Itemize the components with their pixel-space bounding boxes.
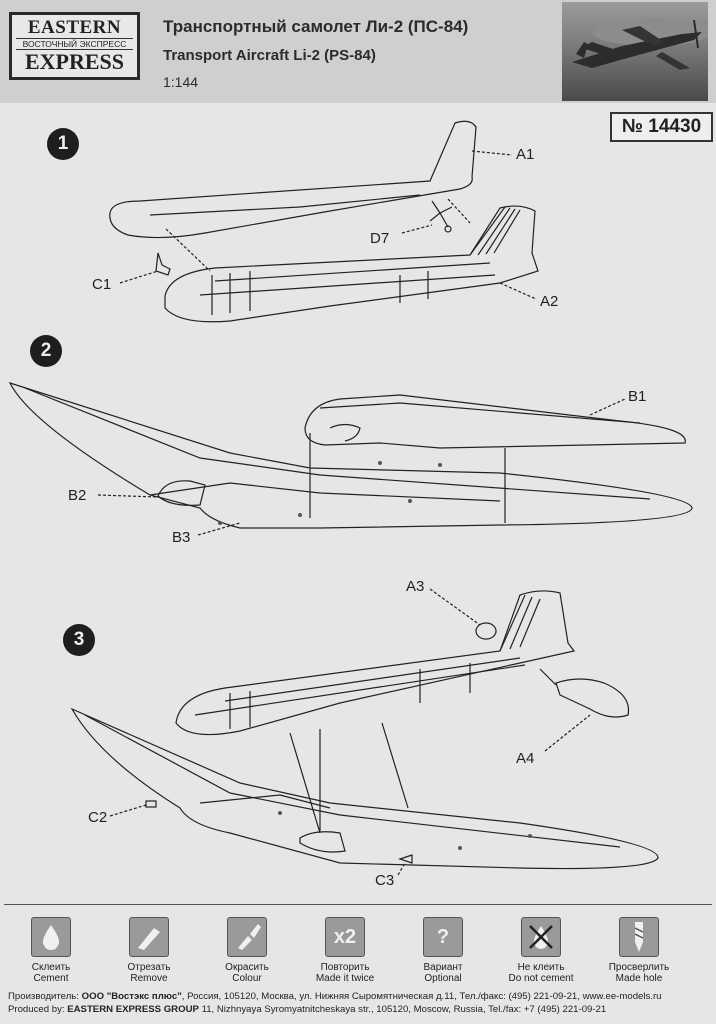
footer-ru-address: , Россия, 105120, Москва, ул. Нижняя Сыр… xyxy=(181,991,662,1002)
legend-item-colour: Окрасить Colour xyxy=(202,917,292,984)
assembly-drawing xyxy=(8,120,693,876)
part-label-c3: C3 xyxy=(375,872,395,889)
drop-icon xyxy=(31,917,71,957)
legend-item-remove: Отрезать Remove xyxy=(104,917,194,984)
part-label-c1: C1 xyxy=(92,276,112,293)
question-icon: ? xyxy=(423,917,463,957)
step-number-2: 2 xyxy=(30,335,62,367)
legend-item-cement: Склеить Cement xyxy=(6,917,96,984)
x2-icon: x2 xyxy=(325,917,365,957)
legend-label-en: Remove xyxy=(130,973,168,984)
part-c1 xyxy=(155,252,171,276)
part-label-b1: B1 xyxy=(628,388,647,405)
legend-item-optional: ? Вариант Optional xyxy=(398,917,488,984)
legend-item-no-cement: Не клеить Do not cement xyxy=(496,917,586,984)
footer-ru-company: ООО "Востэкс плюс" xyxy=(81,991,182,1002)
scale-label: 1:144 xyxy=(163,74,199,90)
part-c2 xyxy=(145,800,157,808)
legend-item-hole: Просверлить Made hole xyxy=(594,917,684,984)
kit-number: № 14430 xyxy=(610,112,713,142)
part-label-b3: B3 xyxy=(172,529,191,546)
fuselage-half-a1 xyxy=(109,120,477,239)
footer-ru-label: Производитель: xyxy=(8,991,79,1002)
part-label-c2: C2 xyxy=(88,809,108,826)
part-label-a4: A4 xyxy=(516,750,535,767)
legend-label-ru: Окрасить xyxy=(225,962,269,973)
aircraft-photo xyxy=(562,2,708,101)
symbol-legend: Склеить Cement Отрезать Remove Окрасить … xyxy=(4,904,712,991)
fuselage-half-a2 xyxy=(164,205,539,323)
part-label-a3: A3 xyxy=(406,578,425,595)
wing-lower-b3 xyxy=(8,381,693,529)
part-a3 xyxy=(475,622,497,640)
wing-upper-b1 xyxy=(304,394,686,449)
legend-label-ru: Просверлить xyxy=(608,962,670,973)
legend-label-ru: Не клеить xyxy=(517,962,565,973)
logo-line-3: EXPRESS xyxy=(24,49,125,74)
header: EASTERN ВОСТОЧНЫЙ ЭКСПРЕСС EXPRESS Транс… xyxy=(0,0,716,103)
title-english: Transport Aircraft Li-2 (PS-84) xyxy=(163,47,376,64)
wing-assembled xyxy=(70,707,659,870)
footer-en-label: Produced by: xyxy=(8,1004,65,1015)
tailplane-a4 xyxy=(555,678,630,718)
legend-item-twice: x2 Повторить Made it twice xyxy=(300,917,390,984)
knife-icon xyxy=(129,917,169,957)
legend-label-en: Made hole xyxy=(615,973,663,984)
legend-label-ru: Склеить xyxy=(31,962,71,973)
part-label-a1: A1 xyxy=(516,146,535,163)
legend-label-en: Cement xyxy=(33,973,69,984)
footer-en-address: 11, Nizhnyaya Syromyatnitcheskaya str., … xyxy=(198,1004,607,1015)
brush-icon xyxy=(227,917,267,957)
title-russian: Транспортный самолет Ли-2 (ПС-84) xyxy=(163,17,469,36)
part-label-b2: B2 xyxy=(68,487,87,504)
part-label-d7: D7 xyxy=(370,230,390,247)
legend-label-en: Made it twice xyxy=(315,973,375,984)
manufacturer-footer: Производитель: ООО "Востэкс плюс", Росси… xyxy=(8,990,712,1016)
eastern-express-logo: EASTERN ВОСТОЧНЫЙ ЭКСПРЕСС EXPRESS xyxy=(9,12,140,80)
legend-label-ru: Отрезать xyxy=(127,962,171,973)
part-label-a2: A2 xyxy=(540,293,559,310)
footer-russian: Производитель: ООО "Востэкс плюс", Росси… xyxy=(8,990,712,1003)
fuselage-assembled xyxy=(175,590,576,736)
legend-label-en: Do not cement xyxy=(508,973,574,984)
nacelle-b2 xyxy=(157,480,206,506)
logo-line-1: EASTERN xyxy=(27,17,122,38)
legend-label-ru: Вариант xyxy=(423,962,463,973)
part-d7 xyxy=(429,200,453,228)
drill-icon xyxy=(619,917,659,957)
legend-label-en: Colour xyxy=(232,973,262,984)
no-glue-icon xyxy=(521,917,561,957)
step-number-3: 3 xyxy=(63,624,95,656)
step-number-1: 1 xyxy=(47,128,79,160)
logo-line-2: ВОСТОЧНЫЙ ЭКСПРЕСС xyxy=(16,38,133,50)
legend-label-en: Optional xyxy=(424,973,462,984)
footer-english: Produced by: EASTERN EXPRESS GROUP 11, N… xyxy=(8,1003,712,1016)
legend-label-ru: Повторить xyxy=(320,962,370,973)
footer-en-company: EASTERN EXPRESS GROUP xyxy=(67,1004,199,1015)
part-c3 xyxy=(398,854,413,864)
